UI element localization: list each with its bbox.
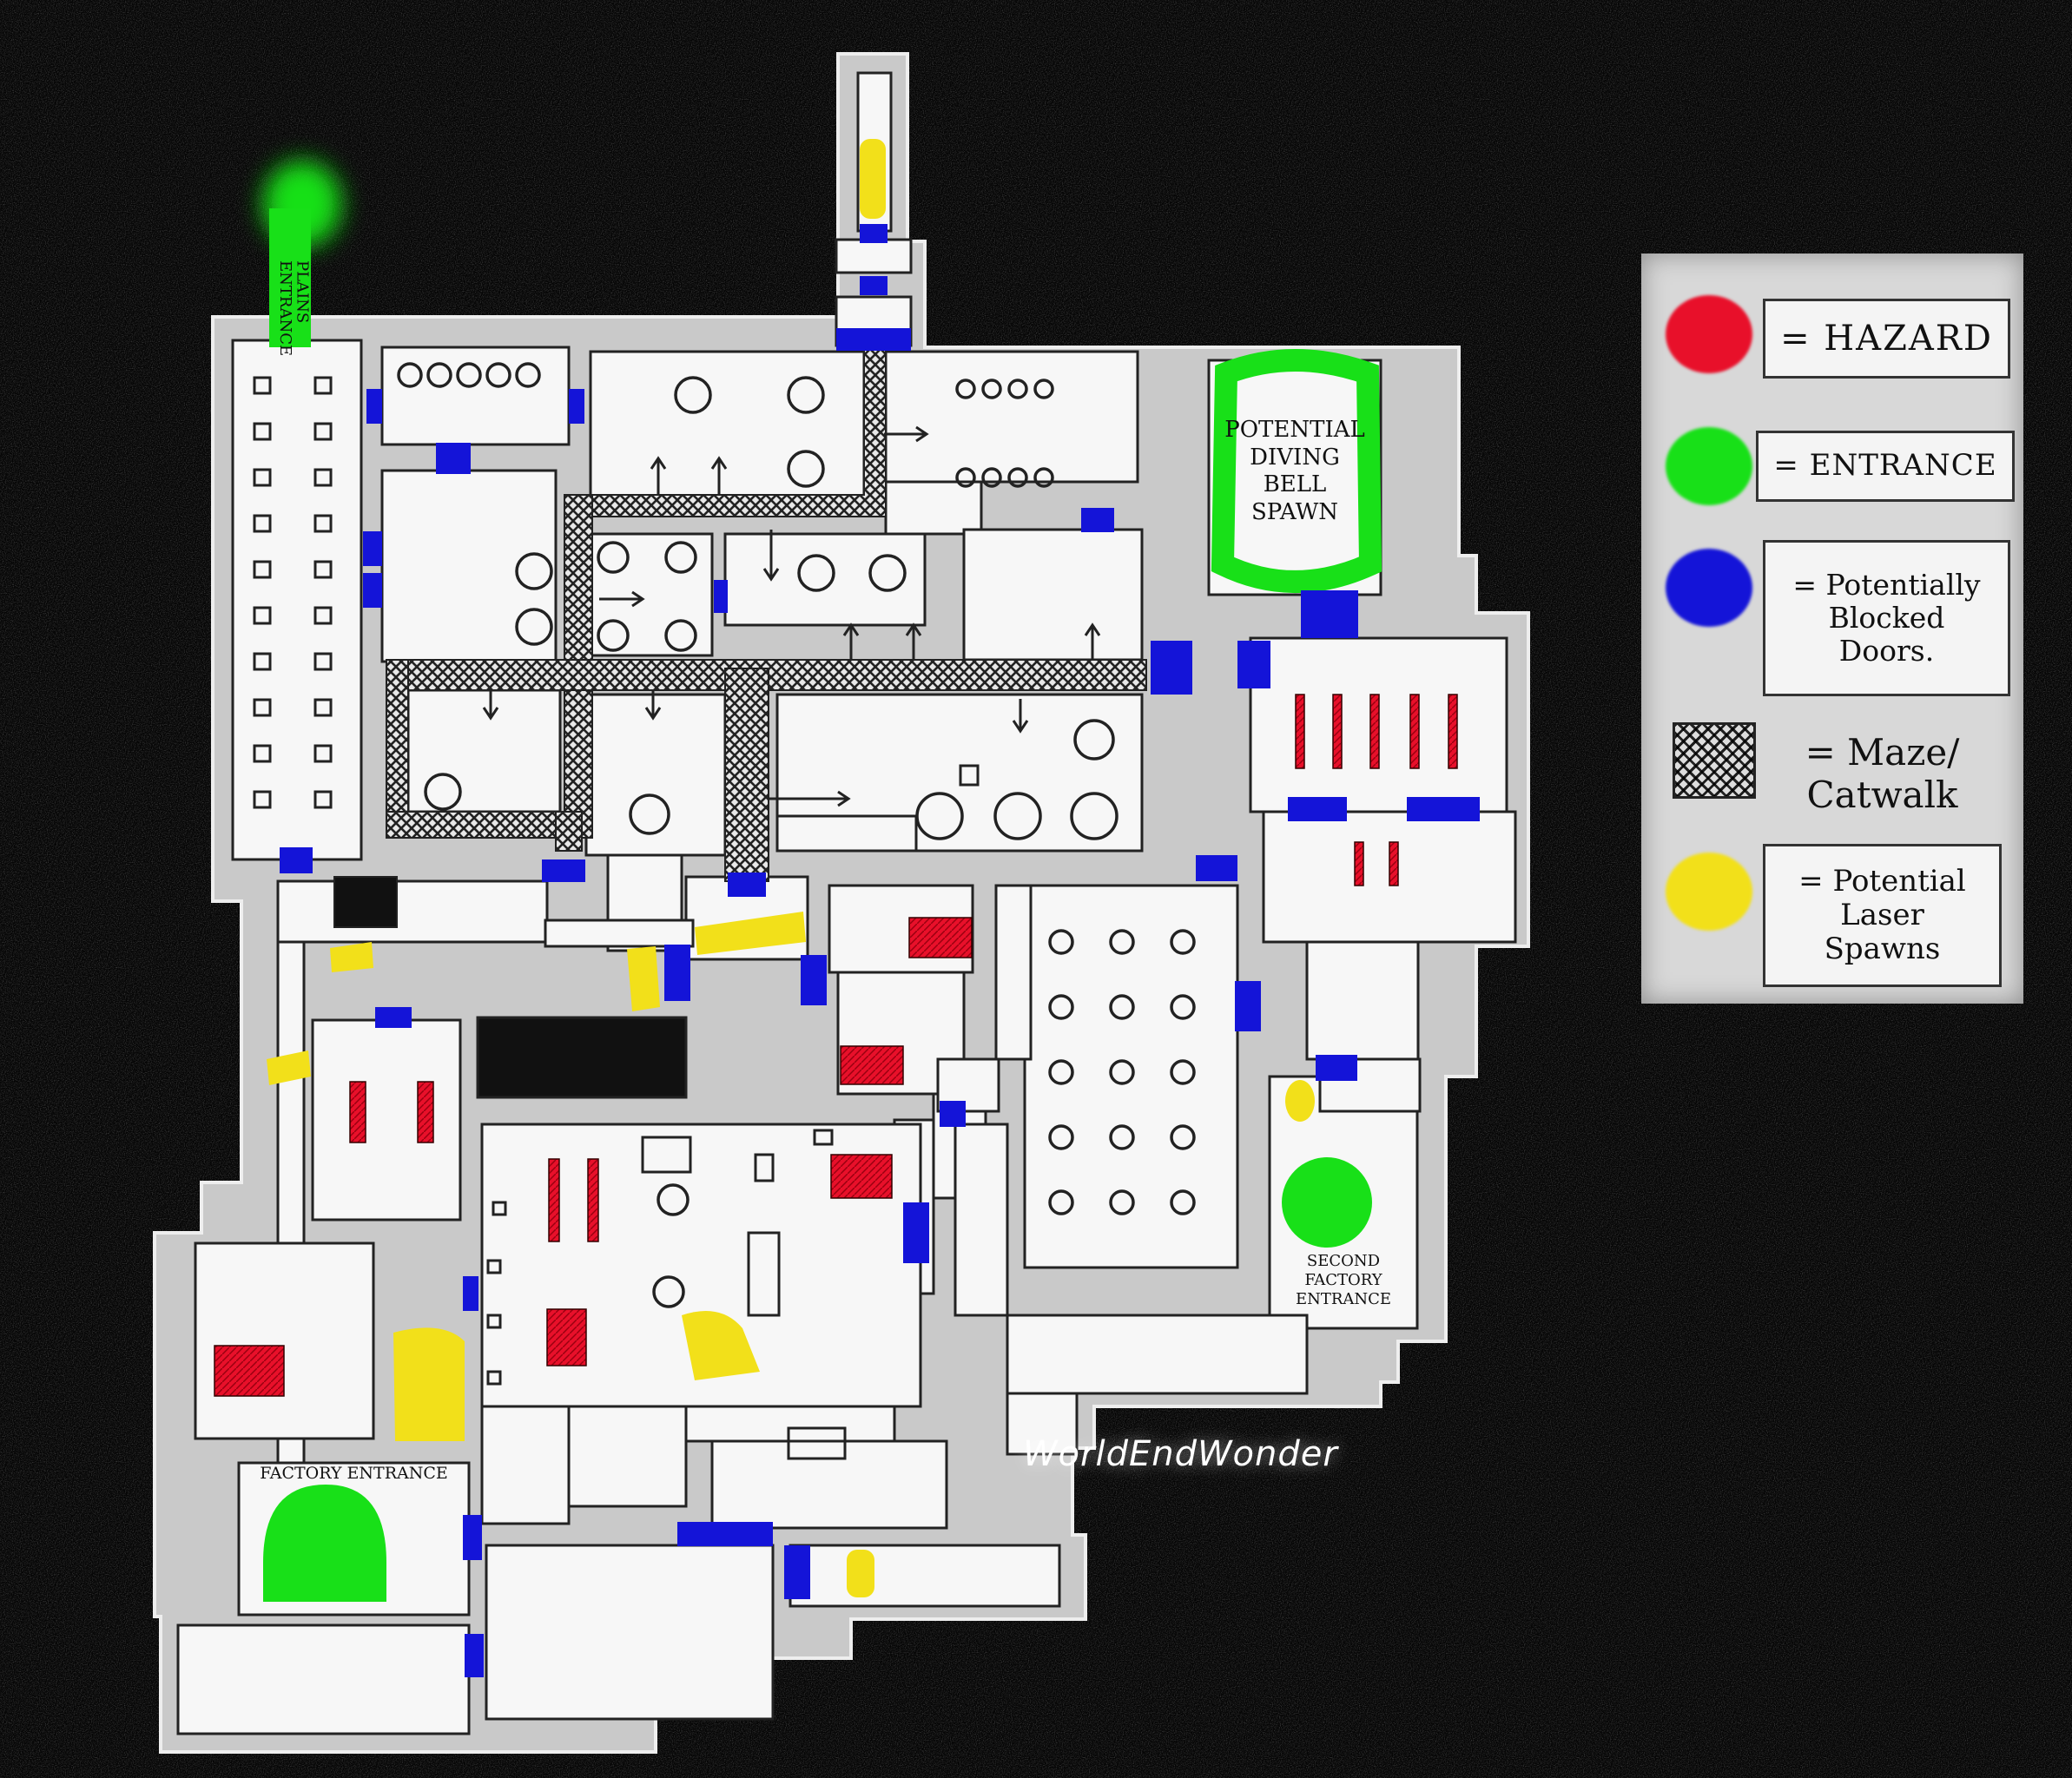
blocked-line1: = Potentially — [1792, 568, 1981, 603]
maze-catwalk — [386, 346, 1147, 882]
second-factory-entrance-label: SECOND FACTORY ENTRANCE — [1270, 1252, 1417, 1309]
plains-entrance-label: PLAINS ENTRANCE — [275, 260, 312, 357]
hazard-label: = HAZARD — [1763, 299, 2010, 379]
blocked-doors — [280, 224, 1480, 1677]
laser-line2: Laser — [1840, 897, 1924, 932]
maze-label: = Maze/ Catwalk — [1763, 715, 2002, 833]
blocked-door-swatch — [1666, 549, 1752, 627]
blocked-line3: Doors. — [1838, 633, 1935, 668]
west-room-pillars — [253, 376, 333, 809]
diving-bell-label: POTENTIAL DIVING BELL SPAWN — [1209, 417, 1381, 527]
plains-entrance-line2: ENTRANCE — [275, 260, 294, 357]
diving-bell-line3: BELL — [1263, 471, 1327, 498]
laser-label: = Potential Laser Spawns — [1763, 844, 2002, 987]
entrances — [263, 161, 1382, 1602]
hazard-swatch — [1666, 295, 1752, 373]
conveyor-arrows — [482, 425, 1101, 807]
plains-entrance-line1: PLAINS — [293, 260, 312, 324]
artist-signature: WorldEndWonder — [1023, 1434, 1338, 1474]
diving-bell-line2: DIVING — [1250, 444, 1340, 471]
maze-line2: Catwalk — [1806, 773, 1958, 816]
entrance-label: = ENTRANCE — [1756, 431, 2015, 502]
laser-spawns — [267, 139, 1315, 1597]
second-factory-line3: ENTRANCE — [1295, 1289, 1392, 1308]
blocked-line2: Blocked — [1828, 601, 1945, 635]
tanks — [397, 362, 1196, 1308]
legend-panel: = HAZARD = ENTRANCE = Potentially Blocke… — [1641, 254, 2023, 1004]
maze-swatch — [1673, 722, 1756, 799]
second-factory-line1: SECOND — [1306, 1252, 1381, 1270]
misc-fixtures — [486, 764, 980, 1460]
hazards — [214, 694, 1458, 1397]
second-factory-line2: FACTORY — [1304, 1270, 1382, 1289]
blocked-door-label: = Potentially Blocked Doors. — [1763, 540, 2010, 696]
maze-line1: = Maze/ — [1805, 731, 1960, 774]
maze-dark-block — [333, 876, 398, 928]
laser-line1: = Potential — [1798, 863, 1966, 899]
factory-entrance-label: FACTORY ENTRANCE — [260, 1464, 448, 1483]
laser-line3: Spawns — [1824, 932, 1941, 967]
entrance-swatch — [1666, 427, 1752, 505]
diving-bell-line4: SPAWN — [1250, 499, 1339, 526]
laser-swatch — [1666, 853, 1752, 931]
diving-bell-line1: POTENTIAL — [1224, 417, 1365, 443]
